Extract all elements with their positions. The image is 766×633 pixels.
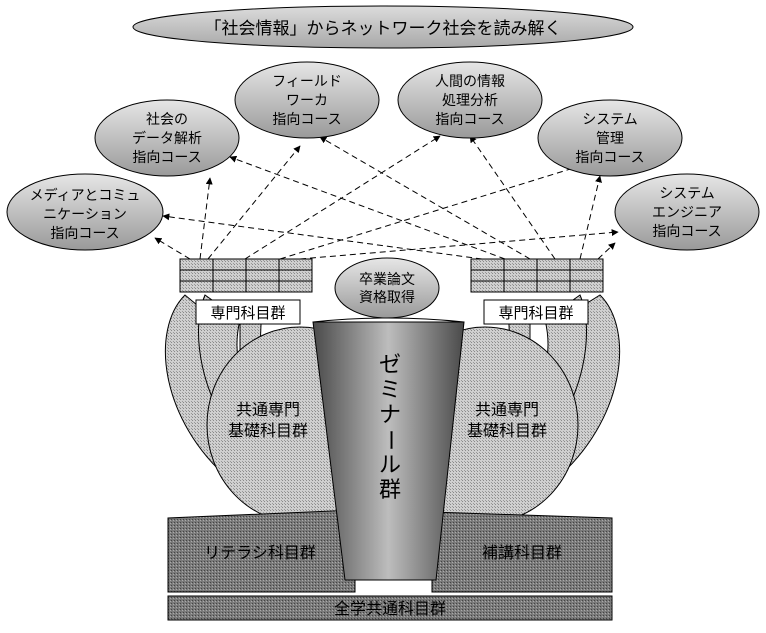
- common-right-line-1: 共通専門: [475, 400, 539, 419]
- course-media: メディアとコミュ ニケーション 指向コース: [6, 173, 164, 251]
- svg-text:ル: ル: [379, 453, 401, 478]
- course-system-engineer: システム エンジニア 指向コース: [614, 173, 760, 251]
- svg-text:管理: 管理: [596, 131, 624, 147]
- svg-text:メディアとコミュ: メディアとコミュ: [30, 187, 141, 204]
- svg-text:指向コース: 指向コース: [132, 150, 201, 166]
- svg-text:指向コース: 指向コース: [50, 226, 119, 242]
- title-text: 「社会情報」からネットワーク社会を読み解く: [205, 19, 562, 39]
- svg-text:フィールド: フィールド: [272, 74, 342, 90]
- course-system-management: システム 管理 指向コース: [537, 99, 683, 177]
- course-human-info: 人間の情報 処理分析 指向コース: [397, 61, 543, 139]
- graduation-line-1: 卒業論文: [359, 272, 415, 288]
- grid-left: [179, 258, 313, 293]
- literacy-block: [167, 509, 356, 593]
- svg-text:ワーカ: ワーカ: [286, 93, 328, 109]
- svg-text:ナ: ナ: [379, 403, 401, 428]
- course-data-analysis: 社会の データ解析 指向コース: [94, 99, 240, 177]
- seminar-block: [312, 317, 465, 581]
- grid-right: [470, 258, 604, 293]
- common-left-line-2: 基礎科目群: [228, 421, 308, 440]
- svg-text:システム: システム: [659, 186, 715, 202]
- general-block: [167, 595, 613, 621]
- general-label: 全学共通科目群: [334, 599, 446, 618]
- svg-text:ミ: ミ: [379, 378, 401, 403]
- svg-text:人間の情報: 人間の情報: [435, 74, 505, 90]
- svg-text:指向コース: 指向コース: [652, 224, 721, 240]
- course-arrows: [154, 135, 619, 260]
- graduation-oval: [334, 257, 440, 319]
- svg-text:群: 群: [379, 478, 401, 503]
- common-right-line-2: 基礎科目群: [467, 421, 547, 440]
- svg-text:指向コース: 指向コース: [575, 150, 644, 166]
- svg-text:システム: システム: [582, 112, 638, 128]
- svg-text:ゼ: ゼ: [379, 353, 401, 378]
- common-left-line-1: 共通専門: [236, 400, 300, 419]
- svg-text:データ解析: データ解析: [132, 130, 202, 147]
- svg-text:エンジニア: エンジニア: [652, 205, 722, 221]
- specialized-left-label-box: 専門科目群: [195, 299, 301, 325]
- svg-text:ー: ー: [377, 429, 402, 451]
- specialized-right-label: 専門科目群: [498, 304, 573, 322]
- seminar-label: ゼ ミ ナ ー ル 群: [377, 353, 402, 503]
- svg-text:処理分析: 処理分析: [442, 93, 498, 109]
- specialized-right-label-box: 専門科目群: [483, 299, 589, 325]
- graduation-line-2: 資格取得: [359, 289, 415, 306]
- svg-text:指向コース: 指向コース: [272, 112, 341, 128]
- specialized-left-label: 専門科目群: [210, 304, 285, 322]
- title-oval: 「社会情報」からネットワーク社会を読み解く: [132, 5, 634, 49]
- literacy-label: リテラシ科目群: [204, 543, 316, 562]
- svg-text:指向コース: 指向コース: [435, 112, 504, 128]
- svg-text:ニケーション: ニケーション: [43, 207, 127, 223]
- course-field-worker: フィールド ワーカ 指向コース: [234, 61, 380, 139]
- supplementary-label: 補講科目群: [482, 543, 562, 562]
- svg-text:社会の: 社会の: [146, 112, 188, 128]
